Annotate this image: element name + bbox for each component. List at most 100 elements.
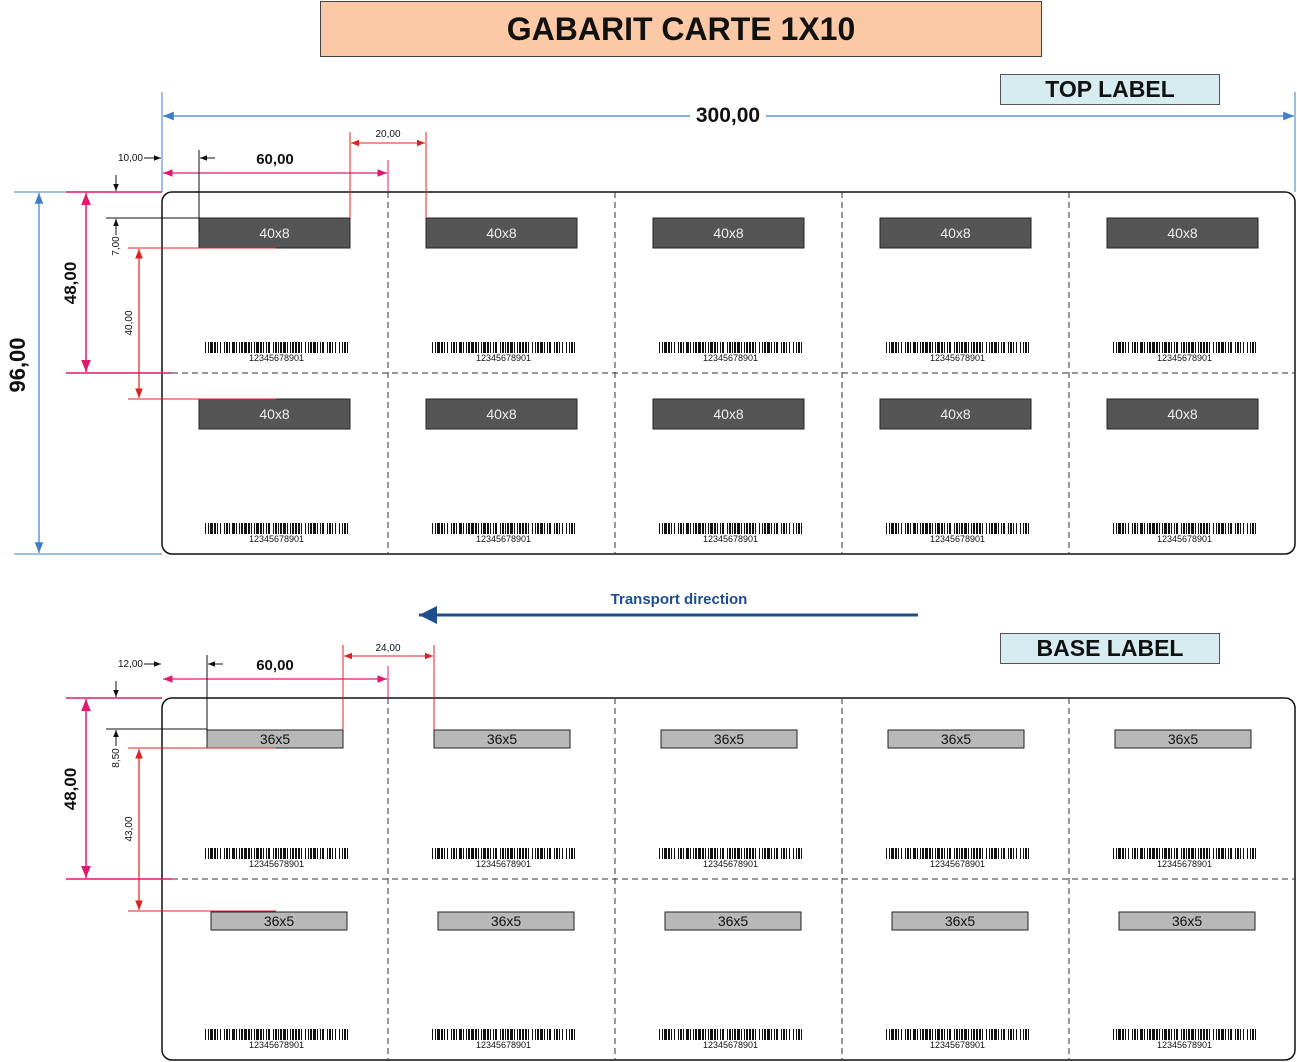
barcode-bar [895, 523, 897, 534]
barcode-bar [1008, 342, 1009, 353]
barcode-bar [505, 342, 506, 353]
barcode-bar [1230, 523, 1232, 534]
barcode-bar [693, 1029, 694, 1040]
barcode-bar [487, 342, 489, 353]
barcode-bar [327, 342, 328, 353]
barcode-bar [327, 848, 328, 859]
barcode-bar [205, 1029, 206, 1040]
barcode-bar [722, 342, 724, 353]
barcode-bar [528, 848, 529, 859]
barcode-bar [210, 342, 213, 353]
barcode-bar [1010, 848, 1012, 859]
barcode-bar [910, 342, 911, 353]
barcode-bar [435, 523, 436, 534]
barcode-bar [1171, 848, 1172, 859]
barcode-bar [998, 848, 999, 859]
chip-label: 36x5 [1172, 913, 1203, 929]
barcode-bar [1221, 848, 1224, 859]
barcode-bar [1140, 342, 1143, 353]
barcode-bar [720, 342, 721, 353]
barcode-bar [798, 1029, 800, 1040]
barcode-bar [466, 342, 467, 353]
barcode-bar [1195, 1029, 1196, 1040]
barcode-bar [510, 848, 513, 859]
barcode-bar [968, 1029, 969, 1040]
barcode-bar [937, 1029, 940, 1040]
barcode-bar [256, 1029, 259, 1040]
barcode-bar [1113, 342, 1114, 353]
barcode-bar [1221, 342, 1224, 353]
barcode-bar [456, 342, 457, 353]
barcode-bar [1181, 1029, 1182, 1040]
barcode-bar [1003, 1029, 1005, 1040]
barcode-bar [759, 848, 760, 859]
barcode-bar [301, 523, 302, 534]
barcode-bar [686, 342, 689, 353]
barcode-bar [959, 523, 960, 534]
chip-label: 40x8 [713, 225, 744, 241]
barcode-bar [783, 523, 785, 534]
barcode-bar [755, 342, 756, 353]
barcode-bar [680, 342, 682, 353]
barcode-bar [1118, 523, 1121, 534]
barcode-bar [1003, 848, 1005, 859]
barcode-bar [905, 848, 906, 859]
barcode-bar [232, 848, 235, 859]
barcode-bar [714, 1029, 716, 1040]
barcode-bar [344, 1029, 346, 1040]
barcode-bar [727, 848, 728, 859]
barcode-bar [964, 1029, 967, 1040]
barcode-bar [752, 1029, 754, 1040]
barcode-bar [466, 1029, 467, 1040]
barcode-bar [1134, 848, 1136, 859]
barcode-bar [1235, 342, 1236, 353]
barcode-bar [979, 848, 981, 859]
barcode-bar [437, 342, 440, 353]
chip-label: 36x5 [1168, 731, 1199, 747]
barcode-bar [205, 342, 206, 353]
barcode-bar [886, 1029, 887, 1040]
barcode-bar [463, 1029, 464, 1040]
barcode-bar [525, 1029, 527, 1040]
barcode-bar [505, 523, 506, 534]
barcode-bar [1176, 848, 1178, 859]
barcode-bar [1191, 848, 1194, 859]
barcode-bar [447, 848, 448, 859]
barcode-bar [507, 1029, 509, 1040]
barcode-bar [447, 1029, 448, 1040]
barcode-bar [507, 848, 509, 859]
barcode-bar [891, 342, 894, 353]
barcode-bar [1237, 523, 1239, 534]
barcode-bar [1122, 848, 1124, 859]
barcode-bar [481, 342, 482, 353]
barcode-bar [1147, 342, 1148, 353]
barcode-bar [1113, 848, 1114, 859]
top-cell-dividers [172, 192, 1295, 554]
barcode-bar [1174, 848, 1175, 859]
barcode-bar [1023, 1029, 1024, 1040]
barcode-bar [239, 1029, 240, 1040]
barcode-bar [283, 848, 286, 859]
barcode-bar [456, 848, 457, 859]
barcode-bar [547, 848, 548, 859]
barcode-bar [764, 848, 766, 859]
barcode-number: 12345678901 [476, 859, 531, 869]
barcode-bar [683, 523, 684, 534]
barcode-bar [922, 1029, 924, 1040]
barcode-bar [1188, 523, 1190, 534]
barcode-bar [335, 848, 336, 859]
barcode-bar [298, 342, 300, 353]
barcode-bar [793, 342, 794, 353]
barcode-bar [1025, 848, 1027, 859]
barcode-bar [532, 1029, 533, 1040]
barcode-bar [1149, 342, 1151, 353]
barcode-bar [913, 1029, 916, 1040]
barcode-bar [1162, 523, 1163, 534]
barcode-bar [332, 1029, 333, 1040]
barcode-bar [517, 342, 518, 353]
barcode-bar [260, 1029, 262, 1040]
